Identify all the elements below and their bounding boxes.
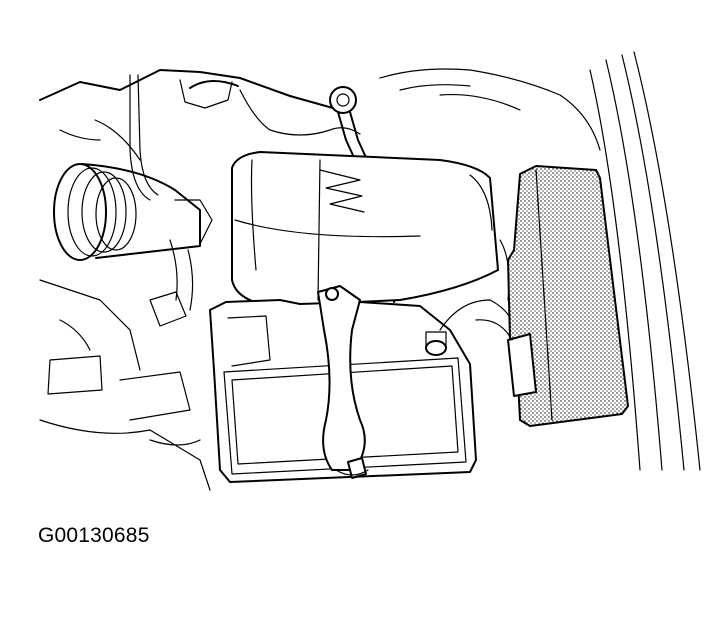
hose-right bbox=[475, 239, 513, 341]
air-cleaner-box bbox=[231, 151, 499, 307]
fender-panel-lines bbox=[589, 51, 701, 471]
dipstick-handle bbox=[329, 86, 357, 114]
upper-engine-components bbox=[39, 68, 601, 201]
figure-id-label: G00130685 bbox=[38, 524, 150, 547]
battery-hold-down bbox=[317, 285, 369, 479]
intake-duct bbox=[53, 163, 213, 261]
fuse-relay-box bbox=[507, 165, 629, 427]
left-lower-components bbox=[39, 239, 211, 491]
